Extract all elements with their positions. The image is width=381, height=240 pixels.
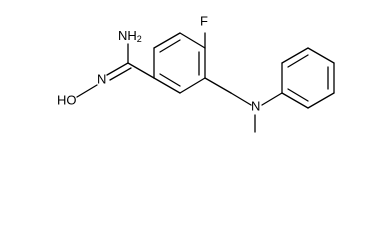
chemical-structure: F NH2 N HO N: [57, 14, 335, 133]
oxime-n-o-bond: [76, 84, 98, 98]
ring-to-amidine-bond: [127, 62, 155, 79]
ring-a-bond: [179, 32, 206, 49]
ring-a-inner-double-bond: [159, 73, 181, 87]
ring-a-inner-double-bond: [159, 39, 181, 53]
ring-to-methylene-bond: [204, 77, 232, 94]
ring-a-bond: [179, 77, 206, 94]
oxime-hydroxyl-atom-label: HO: [57, 93, 77, 108]
tertiary-nitrogen-atom-label: N: [251, 99, 260, 114]
bond-layer: [76, 32, 335, 133]
amidine-c-n-double-bond: [106, 62, 129, 76]
methylene-to-nitrogen-bond: [230, 92, 252, 106]
phenyl-ring-bond: [281, 47, 309, 64]
amine-symbol: NH: [118, 28, 137, 43]
oxime-nitrogen-atom-label: N: [97, 72, 106, 87]
phenyl-inner-double-bond: [287, 54, 309, 68]
ring-a-bond: [153, 77, 181, 94]
phenyl-inner-double-bond: [287, 88, 309, 102]
phenyl-ring-bond: [307, 47, 335, 64]
ring-a-bond: [153, 32, 181, 49]
nitrogen-to-phenyl-bond: [261, 92, 283, 106]
amine-atom-label: NH2: [118, 28, 142, 45]
atom-label-layer: F NH2 N HO N: [57, 14, 260, 114]
phenyl-ring-bond: [307, 92, 335, 109]
amidine-c-n-double-bond: [109, 67, 132, 81]
amine-subscript: 2: [137, 34, 142, 44]
fluorine-atom-label: F: [200, 14, 208, 29]
phenyl-ring-bond: [281, 92, 309, 109]
